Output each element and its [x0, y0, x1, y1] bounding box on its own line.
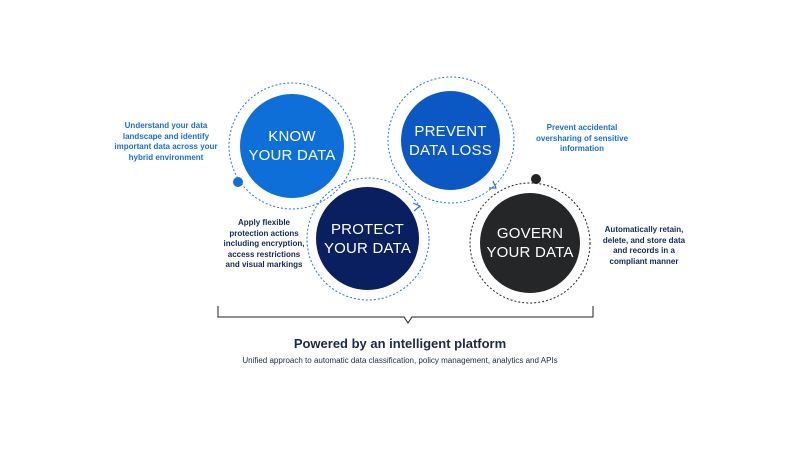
govern-label-line1: GOVERN	[496, 225, 564, 242]
protect-arrow-head	[412, 202, 422, 212]
platform-subtitle: Unified approach to automatic data class…	[242, 356, 558, 365]
govern-description: Automatically retain, delete, and store …	[602, 225, 686, 266]
platform-title: Powered by an intelligent platform	[293, 336, 507, 351]
prevent-data-loss-circle: PREVENT DATA LOSS	[401, 91, 500, 190]
know-label-line1: KNOW	[268, 128, 316, 145]
prevent-orbit-ring	[387, 76, 515, 204]
protect-label-line1: PROTECT	[330, 220, 405, 238]
protect-orbit-ring	[306, 177, 430, 301]
govern-label-line2: YOUR DATA	[486, 244, 574, 261]
govern-orbit-ring	[469, 182, 591, 304]
know-your-data-circle: KNOW YOUR DATA	[240, 94, 344, 198]
platform-bracket	[217, 306, 594, 324]
protect-your-data-circle: PROTECT YOUR DATA	[316, 187, 419, 290]
prevent-label-line2: DATA LOSS	[409, 141, 492, 159]
know-description: Understand your data landscape and ident…	[114, 121, 218, 162]
protect-label-line2: YOUR DATA	[323, 239, 412, 257]
know-label-line2: YOUR DATA	[248, 147, 336, 164]
know-orbit-ring	[228, 82, 356, 210]
prevent-label-line1: PREVENT	[414, 122, 487, 140]
protect-description: Apply flexible protection actions includ…	[223, 218, 305, 269]
govern-your-data-circle: GOVERN YOUR DATA	[480, 193, 580, 293]
know-start-dot	[233, 177, 243, 187]
prevent-description: Prevent accidental oversharing of sensit…	[535, 123, 629, 153]
prevent-arrow-head	[489, 180, 497, 189]
govern-start-dot	[531, 174, 541, 184]
